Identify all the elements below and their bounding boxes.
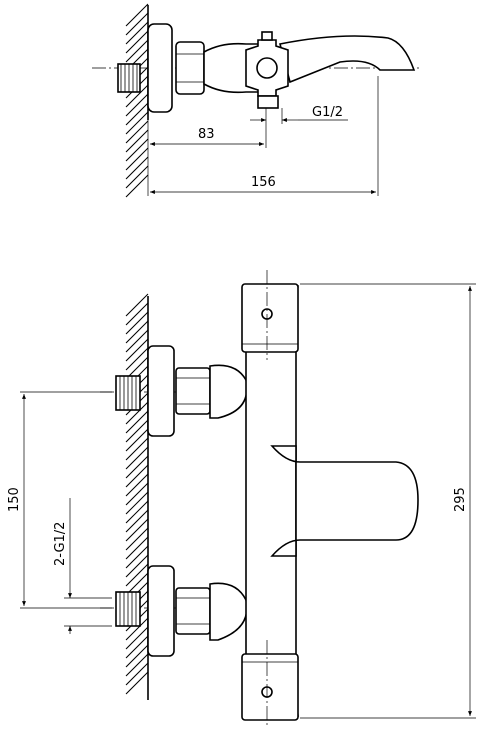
front-lower-inlet bbox=[100, 565, 248, 657]
hatch-line bbox=[125, 329, 149, 353]
hatch-line bbox=[125, 500, 149, 524]
hatch-line bbox=[125, 437, 149, 461]
dim-total-height-label: 295 bbox=[453, 487, 468, 512]
hatch-line bbox=[125, 156, 149, 180]
hatch-line bbox=[125, 545, 149, 569]
hatch-line bbox=[125, 419, 149, 443]
hatch-line bbox=[125, 455, 149, 479]
front-top-screw bbox=[261, 308, 273, 320]
hatch-line bbox=[125, 12, 149, 36]
hatch-line bbox=[125, 536, 149, 560]
hatch-line bbox=[125, 617, 149, 641]
top-escutcheon bbox=[147, 23, 173, 113]
hatch-line bbox=[125, 473, 149, 497]
hatch-line bbox=[125, 30, 149, 54]
hatch-line bbox=[125, 39, 149, 63]
hatch-line bbox=[125, 129, 149, 153]
hatch-line bbox=[125, 320, 149, 344]
top-outlet-thread bbox=[257, 95, 279, 109]
hatch-line bbox=[125, 626, 149, 650]
hatch-line bbox=[125, 662, 149, 686]
hatch-line bbox=[125, 509, 149, 533]
hatch-line bbox=[125, 671, 149, 695]
top-connecting-nut bbox=[175, 41, 205, 95]
hatch-line bbox=[125, 138, 149, 162]
dim-inlet-spacing-label: 150 bbox=[7, 487, 22, 512]
hatch-line bbox=[125, 165, 149, 189]
hatch-line bbox=[125, 635, 149, 659]
hatch-line bbox=[125, 338, 149, 362]
hatch-line bbox=[125, 174, 149, 198]
dim-wall-to-inlet: 83 bbox=[147, 120, 267, 196]
hatch-line bbox=[125, 93, 149, 117]
hatch-line bbox=[125, 293, 149, 317]
hatch-line bbox=[125, 491, 149, 515]
front-spout bbox=[270, 445, 419, 557]
top-cartridge-cap bbox=[261, 31, 273, 41]
front-upper-inlet bbox=[100, 345, 248, 437]
hatch-line bbox=[125, 653, 149, 677]
hatch-line bbox=[125, 147, 149, 171]
front-wall-hatch bbox=[125, 293, 149, 700]
hatch-line bbox=[125, 482, 149, 506]
front-view: 150 2-G1/2 295 bbox=[7, 270, 476, 728]
dim-inlet-threads: 2-G1/2 bbox=[53, 498, 112, 634]
dim-inlet-threads-label: 2-G1/2 bbox=[53, 522, 68, 566]
hatch-line bbox=[125, 644, 149, 668]
top-cartridge bbox=[245, 39, 289, 97]
hatch-line bbox=[125, 347, 149, 371]
hatch-line bbox=[125, 84, 149, 108]
dim-wall-to-inlet-label: 83 bbox=[198, 127, 215, 142]
hatch-line bbox=[125, 401, 149, 425]
hatch-line bbox=[125, 102, 149, 126]
dim-total-depth: 156 bbox=[150, 76, 379, 196]
hatch-line bbox=[125, 410, 149, 434]
dim-inlet-spacing: 150 bbox=[7, 391, 112, 609]
top-view: G1/2 83 156 bbox=[92, 3, 420, 198]
hatch-line bbox=[125, 527, 149, 551]
hatch-line bbox=[125, 3, 149, 27]
hatch-line bbox=[125, 120, 149, 144]
hatch-line bbox=[125, 554, 149, 578]
top-inlet-nipple bbox=[117, 63, 141, 93]
top-wall-hatch bbox=[125, 3, 149, 198]
hatch-line bbox=[125, 446, 149, 470]
hatch-line bbox=[125, 518, 149, 542]
top-spout bbox=[279, 35, 416, 84]
dim-thread-top: G1/2 bbox=[250, 105, 348, 124]
hatch-line bbox=[125, 302, 149, 326]
dim-total-depth-label: 156 bbox=[251, 175, 276, 190]
top-cartridge-bore bbox=[256, 57, 278, 79]
hatch-line bbox=[125, 428, 149, 452]
hatch-line bbox=[125, 464, 149, 488]
front-bottom-screw bbox=[261, 686, 273, 698]
front-bottom-handle bbox=[241, 653, 299, 721]
dim-thread-label: G1/2 bbox=[312, 105, 343, 120]
hatch-line bbox=[125, 21, 149, 45]
hatch-line bbox=[125, 311, 149, 335]
hatch-line bbox=[125, 563, 149, 587]
dim-total-height: 295 bbox=[300, 283, 476, 719]
hatch-line bbox=[125, 111, 149, 135]
